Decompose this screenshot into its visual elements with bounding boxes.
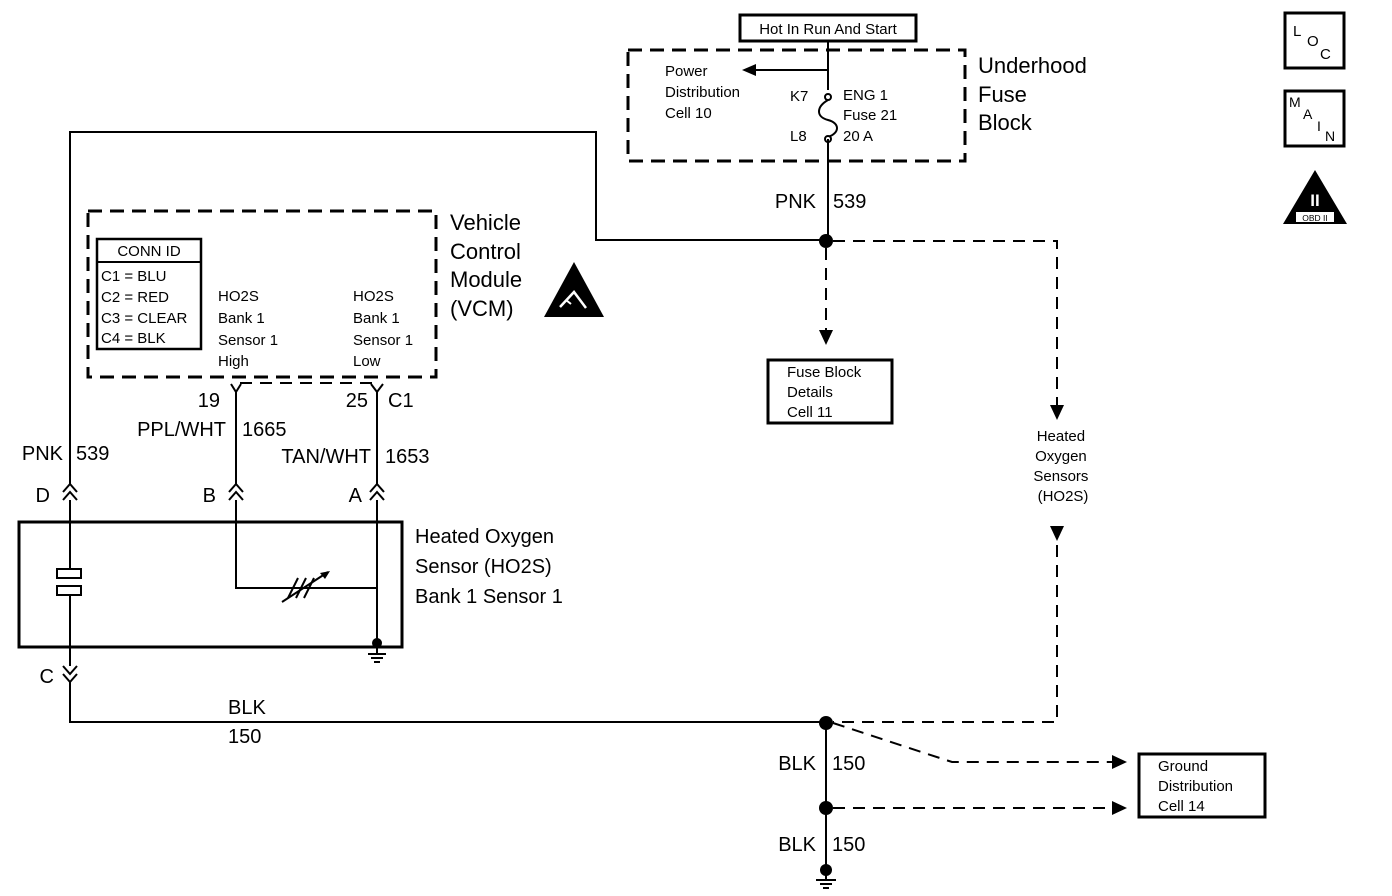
esd-warning-icon [544,262,604,317]
chassis-ground-icon [816,870,836,889]
fuse-21-symbol [818,99,838,138]
loc-icon: L O C [1283,11,1346,70]
fuse-details-arrow [819,330,833,345]
hot-in-run-text: Hot In Run And Start [759,21,897,38]
blk-150-color-label: BLK [228,697,266,719]
pnk-539-circuit-label: 539 [833,191,866,213]
ground-distribution-text: Ground Distribution Cell 14 [1158,758,1237,815]
underhood-fuse-block-box [626,48,967,163]
conn-id-table: CONN ID C1 = BLU C2 = RED C3 = CLEAR C4 … [95,237,203,351]
fuse-block-details-ref [766,358,894,425]
pin-19-terminal [230,383,242,394]
underhood-fuse-block-title: Underhood Fuse Block [978,53,1093,135]
oxygen-sensing-element-symbol [281,571,330,603]
ho2s-ref-arrow-top [1050,405,1064,420]
ho2s-ref-arrow-bottom [1050,526,1064,541]
ho2s-low-input-label: HO2S Bank 1 Sensor 1 Low [353,288,417,370]
ho2s-sensor-title: Heated Oxygen Sensor (HO2S) Bank 1 Senso… [415,526,563,608]
terminal-k7-label: K7 [790,88,808,105]
blk-150-ground-wire [69,682,826,723]
sensor-pin-a-label: A [349,485,363,507]
blk-150-circuit-label: 150 [228,726,261,748]
pin-25-terminal [370,383,384,394]
blk-150-lower-circuit-label: 150 [832,834,865,856]
terminal-l8-label: L8 [790,128,807,145]
pin-19-label: 19 [198,390,220,412]
sensor-pin-b-label: B [203,485,216,507]
pnk-539-sensor-circuit-label: 539 [76,443,109,465]
blk-150-lower-color-label: BLK [778,834,816,856]
pnk-539-to-sensor-wire [69,131,826,440]
ho2s-ref-text: Heated Oxygen Sensors (HO2S) [1033,428,1092,505]
fuse-block-details-text: Fuse Block Details Cell 11 [787,364,865,421]
conn-id-title: CONN ID [117,243,181,260]
obd-ii-icon: II OBD II [1283,170,1347,224]
pnk-539-color-label: PNK [775,191,817,213]
ground-dist-arrow-lower [1112,801,1127,815]
svg-text:M: M [1289,94,1301,110]
ground-distribution-ref [1137,752,1267,819]
svg-text:O: O [1307,33,1319,50]
connector-c1-label: C1 [388,390,414,412]
terminal-k7 [824,93,832,101]
svg-text:C1 = BLU C2 = RED: C1 = BLU C2 = RED C3 = CLEAR C4 = BLK [101,268,191,347]
power-dist-arrow [742,64,756,76]
ground-dist-arrow-upper [1112,755,1127,769]
svg-text:C: C [1320,46,1331,63]
sensor-pin-c-label: C [40,666,54,688]
fuse-21-label: ENG 1 Fuse 21 20 A [843,87,901,145]
svg-text:N: N [1325,128,1335,144]
ground-dist-link-upper [832,722,1112,763]
svg-text:I: I [1317,118,1321,134]
heater-element-symbol [56,568,82,596]
blk-150-upper-color-label: BLK [778,753,816,775]
sensor-connector-pins-top [62,482,385,501]
vcm-title: Vehicle Control Module (VCM) [450,210,528,321]
svg-text:OBD II: OBD II [1302,213,1328,223]
hot-in-run-label: Hot In Run And Start [738,13,918,43]
ppl-wht-circuit-label: 1665 [242,419,287,441]
svg-text:A: A [1303,106,1313,122]
ho2s-sensor-box [17,520,404,649]
sensor-signal-high-path [235,500,377,589]
power-distribution-ref: Power Distribution Cell 10 [665,63,744,122]
ho2s-high-input-label: HO2S Bank 1 Sensor 1 High [218,288,282,370]
ho2s-ref-link-bottom [833,545,1058,723]
vcm-module-box [86,209,438,379]
tan-wht-circuit-label: 1653 [385,446,430,468]
svg-text:L: L [1293,23,1301,40]
tan-wht-color-label: TAN/WHT [281,446,371,468]
pnk-539-sensor-color-label: PNK [22,443,64,465]
sensor-pin-c-connector [62,665,78,684]
blk-150-upper-circuit-label: 150 [832,753,865,775]
main-icon: M A I N [1283,89,1346,148]
pin-25-label: 25 [346,390,368,412]
splice-blk-150-lower [819,801,833,815]
sensor-pin-d-label: D [36,485,50,507]
svg-text:II: II [1310,191,1319,210]
ppl-wht-color-label: PPL/WHT [137,419,226,441]
ho2s-ref-link-top [833,240,1058,405]
sensor-case-ground-icon [368,643,386,663]
